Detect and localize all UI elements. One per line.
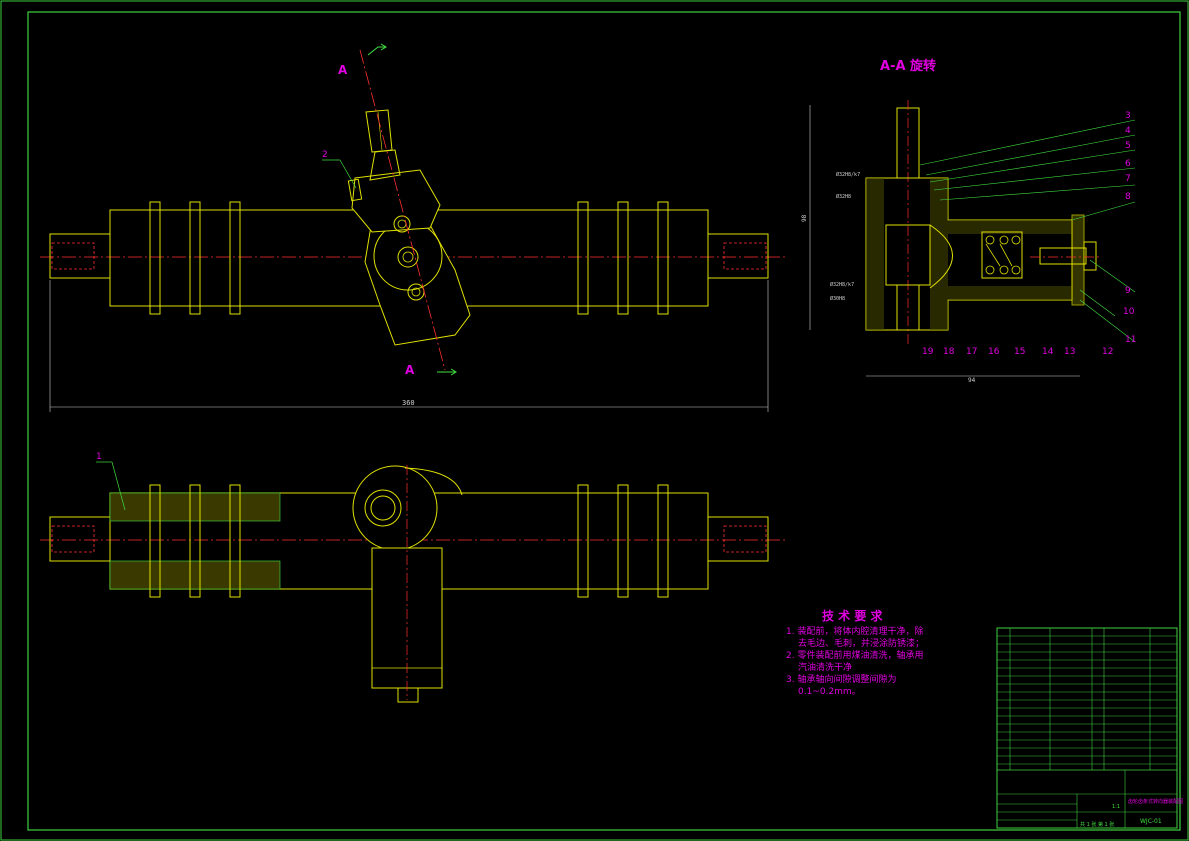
leader-label-2: 2 [322,150,328,160]
section-view [809,100,1136,377]
tech-req-title: 技 术 要 求 [822,608,884,623]
fit-label-2: Ø32H8 [836,193,851,200]
title-block-title: 齿轮齿条式转向器装配图 [1128,798,1183,805]
section-mark-bottom: A [405,363,415,377]
tech-requirements: 技 术 要 求 1. 装配前，将体内腔清理干净，除 去毛边、毛刺，并浸涂防锈漆；… [786,608,924,697]
leader-label-4: 4 [1125,126,1131,136]
overall-length-dim: 360 [402,399,415,407]
leader-label-15: 15 [1014,347,1025,357]
tech-req-line-3: 2. 零件装配前用煤油清洗，轴承用 [786,649,923,661]
leader-label-12: 12 [1102,347,1113,357]
leader-label-17: 17 [966,347,977,357]
front-view [40,43,785,412]
inner-border [27,11,1181,831]
section-width-dim: 94 [968,377,976,384]
fit-label-1: Ø32H8/k7 [836,171,860,178]
leader-label-6: 6 [1125,159,1131,169]
leader-label-8: 8 [1125,192,1131,202]
leader-label-9: 9 [1125,286,1131,296]
section-mark-top: A [338,63,348,77]
leader-label-11: 11 [1125,335,1136,345]
leader-label-5: 5 [1125,141,1131,151]
leader-label-16: 16 [988,347,1000,357]
tech-req-line-1: 1. 装配前，将体内腔清理干净，除 [786,625,923,637]
drawing-number: WJC-01 [1140,818,1162,825]
fit-label-3: Ø32H8/k7 [830,281,854,288]
leader-label-13: 13 [1064,347,1075,357]
drawing-scale: 1:1 [1112,804,1120,810]
leader-label-18: 18 [943,347,955,357]
leader-label-3: 3 [1125,111,1131,121]
top-view [40,461,785,703]
tech-req-line-5: 3. 轴承轴向间隙调整间隙为 [786,673,896,685]
leader-label-7: 7 [1125,174,1131,184]
section-title: A-A 旋转 [880,58,936,74]
tech-req-line-4: 汽油清洗干净 [798,661,852,673]
leader-label-10: 10 [1123,307,1135,317]
leader-label-14: 14 [1042,347,1054,357]
fit-label-4: Ø30H8 [830,295,845,302]
leader-label-19: 19 [922,347,934,357]
section-height-dim: 98 [801,214,808,222]
tech-req-line-6: 0.1~0.2mm。 [798,687,861,697]
sheet-info: 共 1 张 第 1 张 [1080,821,1114,828]
tech-req-line-2: 去毛边、毛刺，并浸涂防锈漆； [798,637,924,649]
leader-label-1: 1 [96,452,102,462]
title-block [996,627,1178,829]
